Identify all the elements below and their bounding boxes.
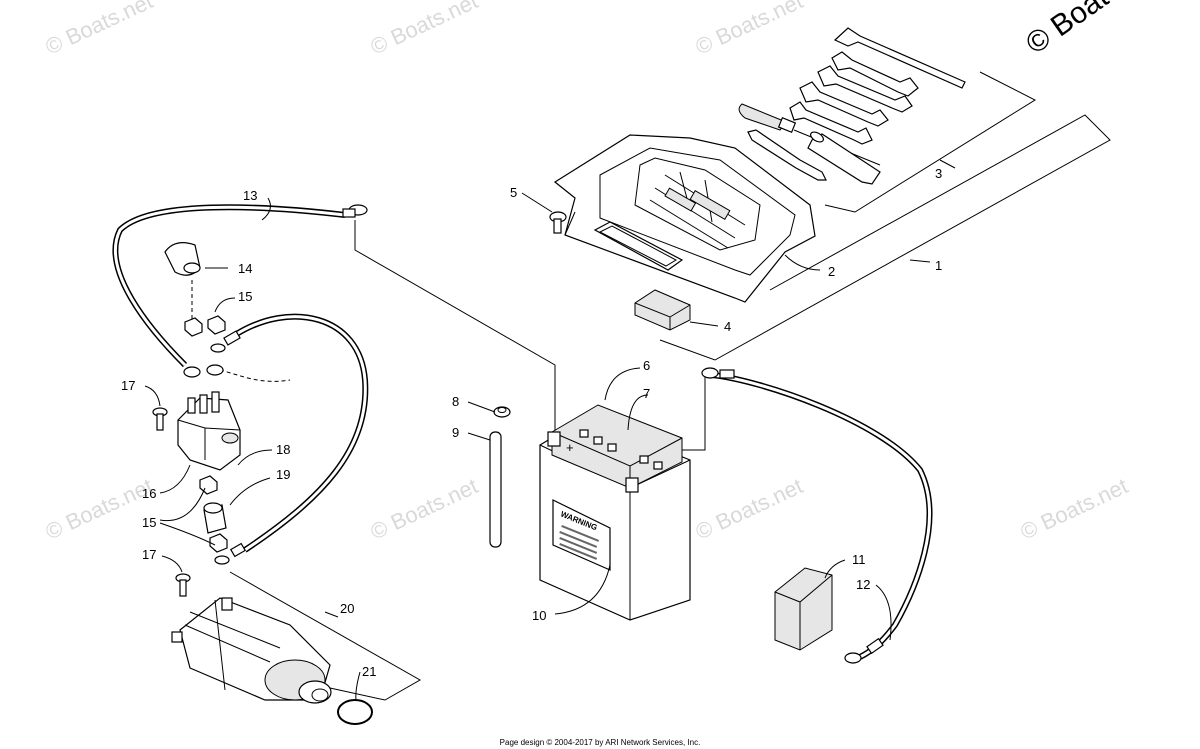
- callout-5: 5: [510, 185, 517, 200]
- callout-6: 6: [643, 358, 650, 373]
- callout-8: 8: [452, 394, 459, 409]
- cable-18: [210, 313, 369, 565]
- foam-block-11: [774, 567, 833, 651]
- group-brackets: [229, 71, 1111, 701]
- callout-9: 9: [452, 425, 459, 440]
- starter-motor-20: [171, 597, 332, 704]
- callout-12: 12: [856, 577, 870, 592]
- battery: + WARNING: [539, 404, 691, 621]
- callout-14: 14: [238, 261, 252, 276]
- watermark: © Boats.net: [1017, 473, 1132, 544]
- watermark: © Boats.net: [367, 473, 482, 544]
- battery-cable-12: [701, 367, 933, 664]
- lead-wire: [219, 369, 291, 382]
- callout-7: 7: [643, 386, 650, 401]
- callout-15-top: 15: [238, 289, 252, 304]
- callout-3: 3: [935, 166, 942, 181]
- watermark: © Boats.net: [692, 473, 807, 544]
- terminal-boot-14: [164, 242, 201, 320]
- callout-19: 19: [276, 467, 290, 482]
- watermark: © Boats.net: [692, 0, 807, 60]
- o-ring-21: [337, 699, 373, 725]
- watermark: © Boats.net: [367, 0, 482, 60]
- screws-17: [152, 407, 191, 597]
- tool-tray: [553, 134, 816, 303]
- watermark-corner: © Boats.: [1020, 0, 1134, 61]
- starter-solenoid-16: [177, 364, 241, 471]
- callout-15-bottom: 15: [142, 515, 156, 530]
- terminal-boot-19: [203, 502, 227, 534]
- vent-tube: [489, 406, 511, 548]
- callouts: 1 2 3 4 5 6 7 8 9 10 11 12 13 14 15 15 1…: [121, 166, 942, 679]
- callout-18: 18: [276, 442, 290, 457]
- screw-5: [549, 211, 567, 234]
- tool-kit: [738, 27, 966, 185]
- callout-leaders: [144, 192, 892, 701]
- watermark: © Boats.net: [42, 473, 157, 544]
- callout-1: 1: [935, 258, 942, 273]
- cable-13: [112, 204, 368, 368]
- foam-pad-4: [634, 289, 691, 331]
- callout-20: 20: [340, 601, 354, 616]
- callout-16: 16: [142, 486, 156, 501]
- watermark: © Boats.net: [42, 0, 157, 60]
- callout-2: 2: [828, 264, 835, 279]
- battery-terminal-mark: +: [566, 440, 574, 455]
- callout-21: 21: [362, 664, 376, 679]
- callout-13: 13: [243, 188, 257, 203]
- callout-10: 10: [532, 608, 546, 623]
- callout-17-bottom: 17: [142, 547, 156, 562]
- page-footer: Page design © 2004-2017 by ARI Network S…: [499, 738, 701, 747]
- callout-11: 11: [852, 552, 866, 567]
- callout-4: 4: [724, 319, 731, 334]
- callout-17-top: 17: [121, 378, 135, 393]
